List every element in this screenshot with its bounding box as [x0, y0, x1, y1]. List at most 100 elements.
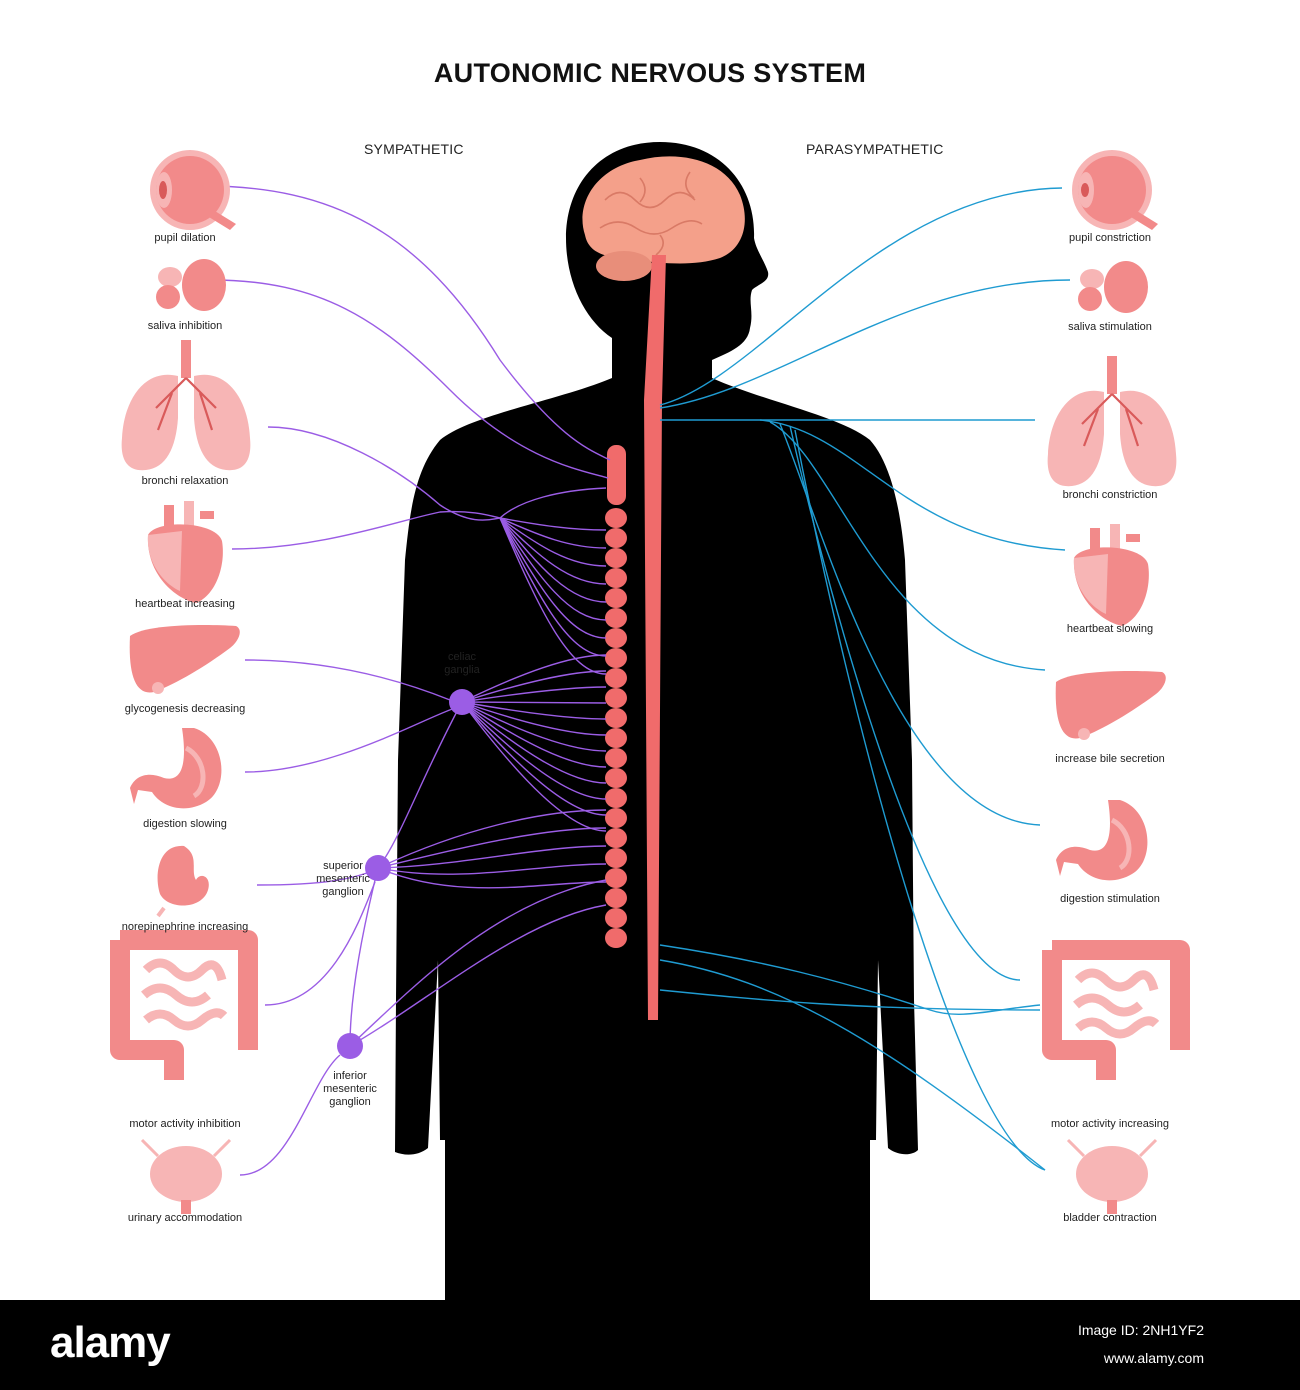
sympathetic-nerve [377, 867, 607, 889]
parasympathetic-nerve [759, 419, 1066, 551]
celiac-label-line: celiac [447, 651, 477, 663]
brand-logo: alamy [50, 1318, 171, 1367]
sympathetic-nerve [461, 686, 607, 703]
celiac-ganglia-label: celiac ganglia [402, 651, 522, 677]
celiac-ganglion [449, 689, 475, 715]
chain-ganglion [605, 568, 627, 588]
chain-ganglion [605, 888, 627, 908]
salivary-gland-icon [1078, 261, 1148, 313]
parasympathetic-nerve [659, 959, 1046, 1171]
heart-icon [147, 501, 223, 603]
chain-ganglion [605, 728, 627, 748]
label-saliva-stimulation: saliva stimulation [1068, 321, 1152, 333]
sympathetic-nerve [499, 517, 607, 585]
parasympathetic-nerve [779, 423, 1041, 826]
celiac-label-line: ganglia [444, 664, 480, 676]
superior-label-line: ganglion [322, 886, 364, 898]
sympathetic-nerve [264, 881, 376, 1006]
superior-label-line: superior [323, 860, 363, 872]
superior-mesenteric-ganglion-label: superior mesenteric ganglion [283, 860, 403, 899]
stomach-icon [1056, 800, 1148, 881]
sympathetic-nerve [461, 701, 607, 720]
chain-ganglion [605, 768, 627, 788]
diagram-title: AUTONOMIC NERVOUS SYSTEM [433, 58, 867, 88]
sympathetic-nerve [349, 879, 607, 1047]
label-motor-activity-inhibition: motor activity inhibition [129, 1118, 241, 1130]
sympathetic-nerve [461, 701, 607, 704]
sympathetic-nerve [377, 863, 607, 875]
sympathetic-nerve [461, 701, 607, 752]
inferior-mesenteric-ganglion-label: inferior mesenteric ganglion [290, 1070, 410, 1109]
lungs-icon [121, 340, 251, 471]
image-id: Image ID: 2NH1YF2 [1077, 1322, 1204, 1338]
parasympathetic-nerve [659, 279, 1071, 409]
chain-ganglion [605, 848, 627, 868]
chain-ganglion [605, 908, 627, 928]
inferior-label-line: ganglion [329, 1096, 371, 1108]
sympathetic-nerve [244, 707, 456, 773]
chain-ganglion [605, 508, 627, 528]
sympathetic-nerve [377, 809, 607, 869]
chain-ganglion [605, 628, 627, 648]
chain-ganglion [605, 928, 627, 948]
sympathetic-nerve [349, 904, 607, 1047]
label-increase-bile-secretion: increase bile secretion [1055, 753, 1165, 765]
sympathetic-nerve [244, 659, 451, 701]
sympathetic-nerve [204, 185, 611, 461]
heart-icon [1073, 524, 1149, 626]
sympathetic-nerve [499, 517, 607, 621]
label-motor-activity-increasing: motor activity increasing [1051, 1118, 1169, 1130]
bladder-icon [1066, 1138, 1158, 1214]
label-saliva-inhibition: saliva inhibition [147, 320, 223, 332]
salivary-gland-icon [156, 259, 226, 311]
liver-icon [129, 625, 240, 694]
sympathetic-nerve [461, 701, 607, 800]
sympathetic-nerve [461, 701, 607, 736]
chain-ganglion [605, 828, 627, 848]
label-bladder-contraction: bladder contraction [1063, 1212, 1157, 1224]
label-heartbeat-increasing: heartbeat increasing [135, 598, 235, 610]
parasympathetic-nerve [659, 989, 1041, 1011]
sympathetic-nerve [461, 670, 607, 703]
liver-icon [1055, 671, 1166, 740]
eye-icon [150, 150, 236, 230]
superior-mesenteric-ganglion [365, 855, 391, 881]
inferior-label-line: inferior [333, 1070, 367, 1082]
sympathetic-nerve [499, 517, 607, 657]
sympathetic-nerves [204, 185, 611, 1176]
label-glycogenesis-decreasing: glycogenesis decreasing [124, 703, 246, 715]
sympathetic-nerve [499, 487, 607, 519]
stomach-icon [130, 728, 222, 809]
chain-ganglion [605, 668, 627, 688]
sympathetic-nerve [461, 701, 607, 816]
sympathetic-nerve [239, 1054, 341, 1176]
bladder-icon [140, 1138, 232, 1214]
inferior-label-line: mesenteric [323, 1083, 377, 1095]
chain-ganglion [605, 868, 627, 888]
label-bronchi-relaxation: bronchi relaxation [141, 475, 229, 487]
chain-ganglion [605, 708, 627, 728]
chain-ganglion [605, 688, 627, 708]
sympathetic-nerve [377, 701, 463, 869]
parasympathetic-heading: PARASYMPATHETIC [806, 141, 944, 157]
inferior-mesenteric-ganglion [337, 1033, 363, 1059]
chain-ganglion [605, 548, 627, 568]
sympathetic-chain [605, 445, 627, 948]
chain-ganglion [605, 808, 627, 828]
chain-ganglion [605, 588, 627, 608]
sympathetic-nerve [499, 517, 607, 603]
label-urinary-accommodation: urinary accommodation [127, 1212, 243, 1224]
chain-ganglion [605, 788, 627, 808]
sympathetic-nerve [499, 517, 607, 639]
chain-ganglion [605, 528, 627, 548]
label-pupil-constriction: pupil constriction [1069, 232, 1151, 244]
label-digestion-slowing: digestion slowing [143, 818, 227, 830]
brain-icon [582, 156, 745, 281]
kidney-icon [156, 845, 209, 918]
watermark-footer: alamy Image ID: 2NH1YF2 www.alamy.com [0, 1300, 1300, 1390]
sympathetic-heading: SYMPATHETIC [364, 141, 464, 157]
diagram-canvas: AUTONOMIC NERVOUS SYSTEM SYMPATHETIC PAR… [110, 58, 1190, 1300]
chain-ganglion [605, 748, 627, 768]
intestines-icon [110, 930, 258, 1080]
superior-label-line: mesenteric [316, 873, 370, 885]
